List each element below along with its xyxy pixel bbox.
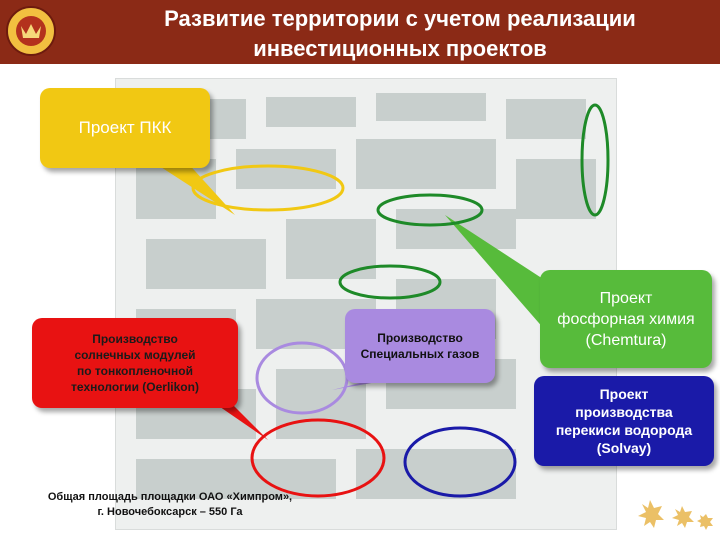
callout-special-gases: Производство Специальных газов: [345, 309, 495, 383]
callout-phosphor-line-3: (Chemtura): [585, 331, 667, 349]
callout-gases-line-1: Производство: [377, 331, 463, 345]
callout-peroxide-line-4: (Solvay): [596, 440, 652, 456]
caption-line-1: Общая площадь площадки ОАО «Химпром»,: [47, 491, 293, 503]
site-area-caption: Общая площадь площадки ОАО «Химпром», г.…: [20, 490, 320, 520]
phosphor-area-green: [376, 193, 484, 227]
callout-peroxide-line-3: перекиси водорода: [555, 422, 693, 438]
callout-phosphor-line-2: фосфорная химия: [557, 310, 695, 328]
title-line-1: Развитие территории с учетом реализации: [164, 6, 636, 31]
callout-hydrogen-peroxide: Проект производства перекиси водорода (S…: [534, 376, 714, 466]
callout-project-pkk: Проект ПКК: [40, 88, 210, 168]
callout-gases-line-2: Специальных газов: [360, 347, 480, 361]
page-title: Развитие территории с учетом реализации …: [100, 4, 700, 64]
phosphor-area-green-2: [338, 264, 442, 300]
callout-pkk-label: Проект ПКК: [78, 118, 172, 137]
callout-solar-line-4: технологии (Oerlikon): [71, 380, 199, 394]
title-line-2: инвестиционных проектов: [253, 36, 547, 61]
callout-solar-line-2: солнечных модулей: [74, 348, 196, 362]
callout-peroxide-line-2: производства: [575, 404, 673, 420]
peroxide-area-blue: [403, 426, 517, 498]
header-bar: Развитие территории с учетом реализации …: [0, 0, 720, 64]
callout-peroxide-line-1: Проект: [599, 386, 649, 402]
phosphor-area-green-3: [580, 103, 610, 217]
solar-area-red: [250, 418, 386, 498]
special-gases-area-purple: [255, 341, 349, 415]
callout-solar-line-3: по тонкопленочной: [77, 364, 193, 378]
callout-solar-line-1: Производство: [92, 332, 178, 346]
callout-phosphor-chemistry: Проект фосфорная химия (Chemtura): [540, 270, 712, 368]
caption-line-2: г. Новочебоксарск – 550 Га: [97, 506, 243, 518]
phosphor-pointer: [445, 215, 560, 330]
callout-solar-modules: Производство солнечных модулей по тонкоп…: [32, 318, 238, 408]
gears-icon: [638, 500, 713, 530]
callout-phosphor-line-1: Проект: [599, 289, 653, 307]
pkk-area-yellow: [191, 164, 345, 212]
emblem-icon: [6, 6, 56, 56]
solar-pointer: [210, 400, 268, 440]
